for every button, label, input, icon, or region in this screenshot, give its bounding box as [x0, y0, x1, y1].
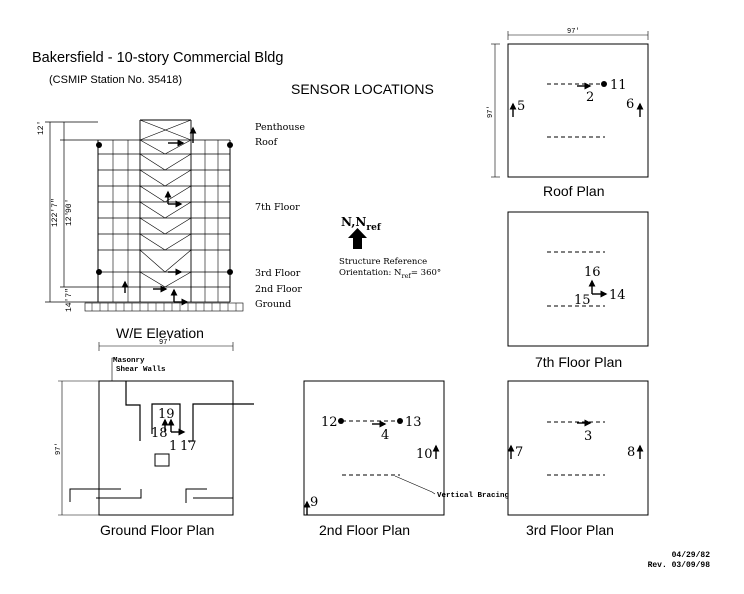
roof-depth-dim: 97' — [487, 105, 495, 118]
dim-first-story: 14'7" — [65, 288, 74, 312]
sensor-18: 18 — [151, 426, 168, 441]
ground-plan-caption: Ground Floor Plan — [100, 522, 214, 538]
sensor-15: 15 — [574, 293, 591, 308]
sensor-8: 8 — [627, 445, 635, 460]
dim-total-height: 122'7" — [51, 198, 60, 227]
second-floor-plan — [303, 380, 445, 516]
second-plan-caption: 2nd Floor Plan — [319, 522, 410, 538]
ground-floor-plan — [58, 342, 254, 516]
sensor-6: 6 — [626, 97, 634, 112]
sensor-19: 19 — [158, 407, 175, 422]
ground-width-dim: 97' — [159, 339, 172, 347]
sensor-2: 2 — [586, 90, 594, 105]
vertical-bracing-note: Vertical Bracing — [437, 492, 510, 500]
seventh-plan-caption: 7th Floor Plan — [535, 354, 622, 370]
roof-plan — [491, 31, 649, 178]
seventh-floor-plan — [507, 211, 649, 347]
sensor-locations-heading: SENSOR LOCATIONS — [291, 81, 434, 97]
sensor-11: 11 — [610, 78, 627, 93]
sensor-10: 10 — [416, 447, 433, 462]
label-penthouse: Penthouse — [255, 122, 305, 133]
roof-plan-caption: Roof Plan — [543, 183, 604, 199]
sensor-3: 3 — [584, 429, 592, 444]
sensor-16: 16 — [584, 265, 601, 280]
masonry-note-line1: Masonry — [113, 357, 145, 365]
north-arrow-icon — [348, 228, 367, 249]
sensor-17: 17 — [180, 439, 197, 454]
roof-width-dim: 97' — [567, 28, 580, 36]
sensor-7: 7 — [515, 445, 523, 460]
sensor-14: 14 — [609, 288, 626, 303]
dim-typical-height-b: 12' — [65, 212, 74, 226]
station-number: (CSMIP Station No. 35418) — [49, 74, 182, 86]
building-title: Bakersfield - 10-story Commercial Bldg — [32, 50, 283, 66]
structure-reference-label: Structure Reference — [339, 257, 427, 267]
sensor-13: 13 — [405, 415, 422, 430]
third-plan-caption: 3rd Floor Plan — [526, 522, 614, 538]
elevation-caption: W/E Elevation — [116, 325, 204, 341]
third-floor-plan — [507, 380, 649, 516]
revision-date: Rev. 03/09/98 — [648, 561, 711, 570]
dim-penthouse-height: 12' — [37, 121, 46, 135]
label-3rd-floor: 3rd Floor — [255, 268, 301, 279]
sensor-1: 1 — [169, 439, 177, 454]
masonry-note-line2: Shear Walls — [116, 366, 166, 374]
sensor-12: 12 — [321, 415, 338, 430]
label-roof: Roof — [255, 137, 279, 148]
sensor-4: 4 — [381, 428, 389, 443]
label-2nd-floor: 2nd Floor — [255, 284, 302, 295]
north-label: N,Nref — [341, 215, 382, 233]
drawing-date: 04/29/82 — [672, 551, 711, 560]
elevation-sensor-arrows — [121, 126, 197, 306]
ground-depth-dim: 97' — [55, 442, 63, 455]
dim-typical-height: 90' — [65, 199, 74, 213]
sensor-5: 5 — [517, 99, 525, 114]
label-7th-floor: 7th Floor — [255, 202, 300, 213]
sensor-9: 9 — [310, 495, 318, 510]
ground-sensor-arrows — [161, 418, 186, 436]
elevation-sensor-dots — [96, 142, 233, 275]
orientation-reference: Orientation: Nref= 360° — [339, 268, 441, 280]
elevation-view — [45, 119, 244, 312]
label-ground: Ground — [255, 299, 291, 310]
